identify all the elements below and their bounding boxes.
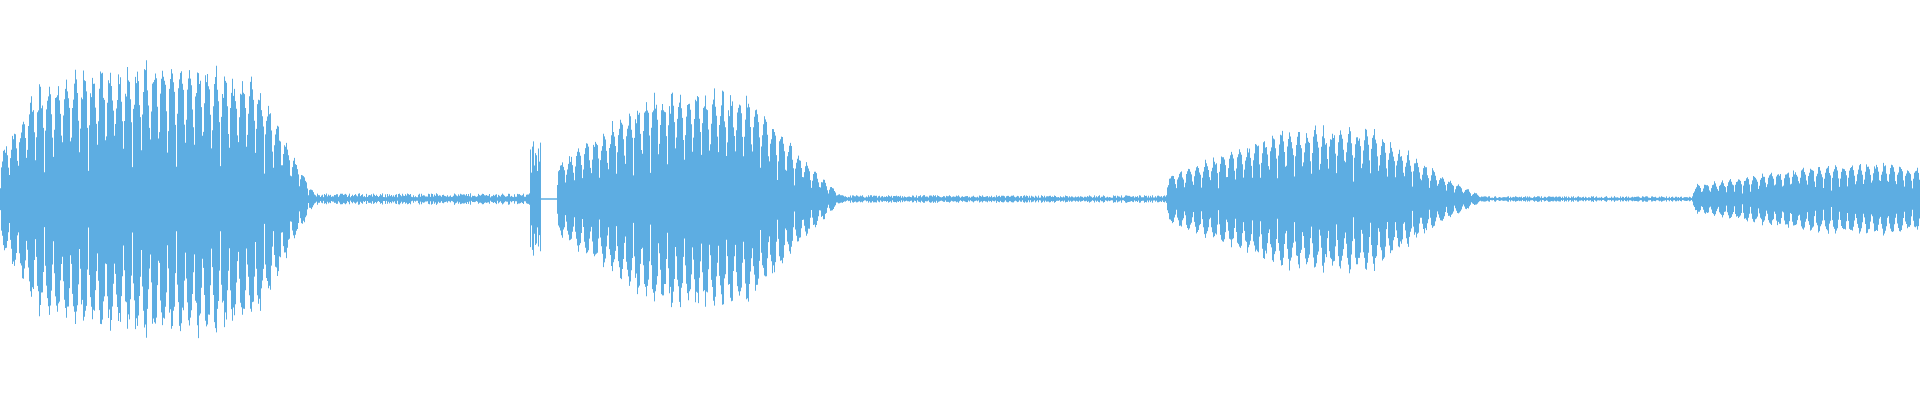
waveform-segment-burst xyxy=(1167,125,1488,274)
waveform-segment-burst xyxy=(1693,162,1920,236)
waveform-segment-quiet xyxy=(1488,196,1693,202)
waveform-segment-spike xyxy=(530,141,541,256)
waveform-segment-burst xyxy=(0,60,317,339)
waveform-trace xyxy=(0,60,1920,339)
waveform-segment-burst xyxy=(557,88,845,308)
waveform-segment-quiet xyxy=(317,193,530,205)
waveform-segment-quiet xyxy=(845,195,1167,203)
